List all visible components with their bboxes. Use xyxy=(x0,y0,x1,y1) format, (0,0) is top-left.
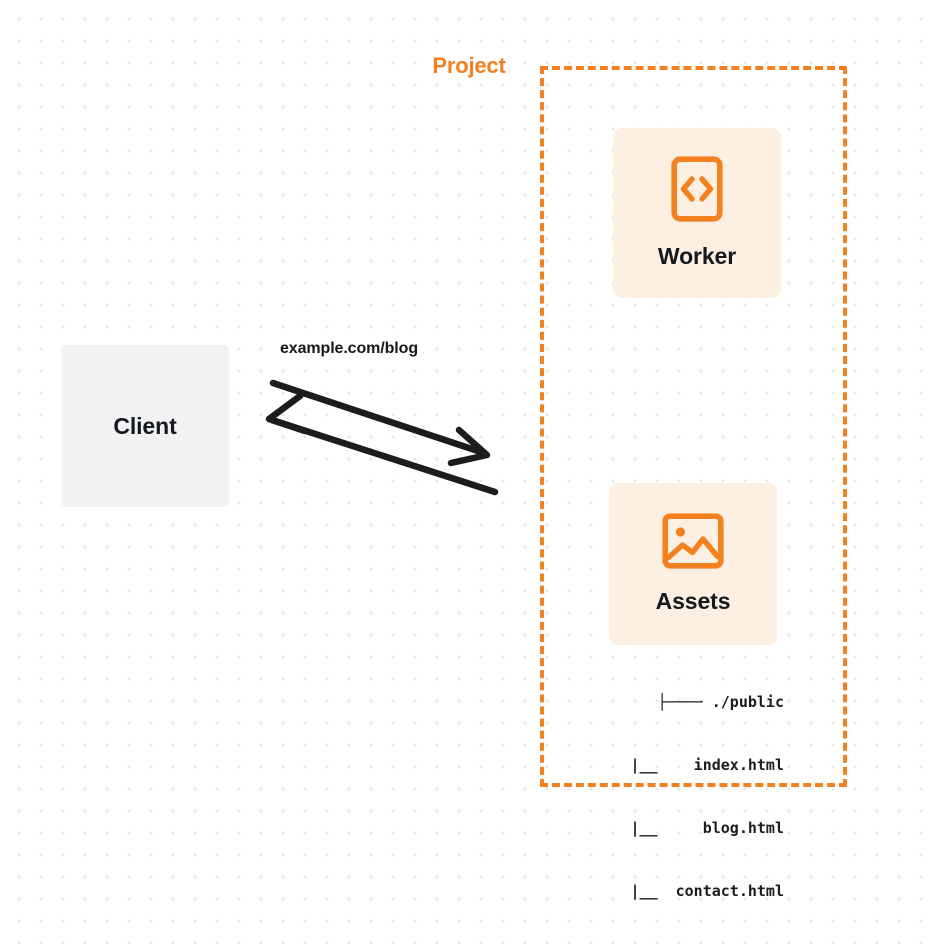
assets-file-tree: ├──── ./public |__ index.html |__ blog.h… xyxy=(556,650,784,944)
client-label: Client xyxy=(113,412,177,439)
image-icon xyxy=(662,513,724,574)
assets-label: Assets xyxy=(655,588,731,614)
tree-line-root: ├──── ./public xyxy=(657,693,784,711)
connection-url-label: example.com/blog xyxy=(280,340,418,357)
diagram-canvas: Client example.com/blog Project Worker xyxy=(61,55,847,900)
assets-node[interactable]: Assets xyxy=(609,483,777,645)
request-arrow xyxy=(269,379,491,467)
project-boundary xyxy=(540,66,847,787)
code-brackets-icon xyxy=(671,156,723,227)
response-arrow xyxy=(265,392,499,496)
project-title: Project xyxy=(425,55,513,77)
client-node[interactable]: Client xyxy=(61,345,229,507)
worker-label: Worker xyxy=(657,243,737,269)
tree-line-index: |__ index.html xyxy=(612,756,784,774)
tree-line-blog: |__ blog.html xyxy=(612,819,784,837)
worker-node[interactable]: Worker xyxy=(613,128,781,298)
tree-line-contact: |__ contact.html xyxy=(612,882,784,900)
